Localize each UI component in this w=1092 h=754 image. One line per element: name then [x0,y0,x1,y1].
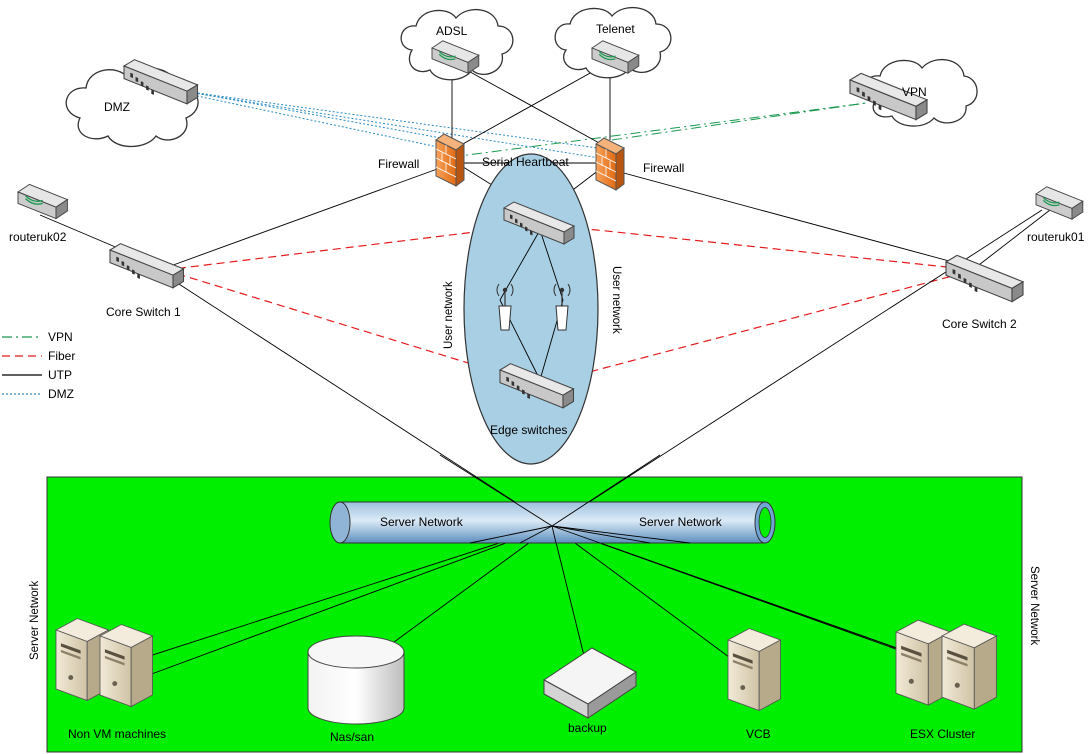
router-right-label: routeruk01 [1027,230,1085,244]
core-switch-1-icon [109,243,185,289]
user-network-left-label: User network [443,281,455,349]
legend-label-vpn: VPN [48,330,73,344]
non-vm-label: Non VM machines [68,727,166,741]
router-left-label: routeruk02 [9,230,67,244]
non-vm-servers-icon [55,618,153,707]
server-network-side-left: Server Network [29,581,41,660]
cloud-telenet [554,6,672,79]
esx-cluster-label: ESX Cluster [910,727,975,741]
firewall-left-label: Firewall [378,157,419,171]
user-network-ellipse [463,153,599,465]
edge-switches-label: Edge switches [490,423,567,437]
cloud-adsl-label: ADSL [436,24,468,38]
backup-label: backup [568,721,607,735]
cloud-adsl [400,8,514,81]
server-network-pipe [329,501,776,544]
dmz-links [149,85,613,161]
legend: VPN Fiber UTP DMZ [2,330,75,401]
vcb-label: VCB [746,727,771,741]
nas-san-icon [307,635,405,725]
firewall-right-icon [595,137,625,191]
cloud-dmz-label: DMZ [104,100,130,114]
backup-device-icon [543,647,637,719]
vpn-links [451,102,867,158]
router-left-icon [17,183,69,220]
cloud-vpn-label: VPN [902,85,927,99]
pipe-label-left: Server Network [380,515,464,529]
cloud-telenet-label: Telenet [596,22,635,36]
legend-label-utp: UTP [48,368,72,382]
vcb-server-icon [727,628,781,711]
core-switch-2-icon [945,254,1024,303]
serial-heartbeat-label: Serial Heartbeat [482,155,569,169]
router-right-icon [1035,186,1084,220]
core-switch-2-label: Core Switch 2 [942,317,1017,331]
pipe-label-right: Server Network [639,515,723,529]
legend-label-fiber: Fiber [48,349,75,363]
firewall-left-icon [435,133,465,187]
nas-san-label: Nas/san [330,730,374,744]
server-network-side-right: Server Network [1028,566,1040,645]
core-switch-1-label: Core Switch 1 [106,305,181,319]
user-network-right-label: User network [610,266,622,334]
firewall-right-label: Firewall [643,161,684,175]
legend-label-dmz: DMZ [48,387,74,401]
esx-cluster-icon [895,619,997,710]
